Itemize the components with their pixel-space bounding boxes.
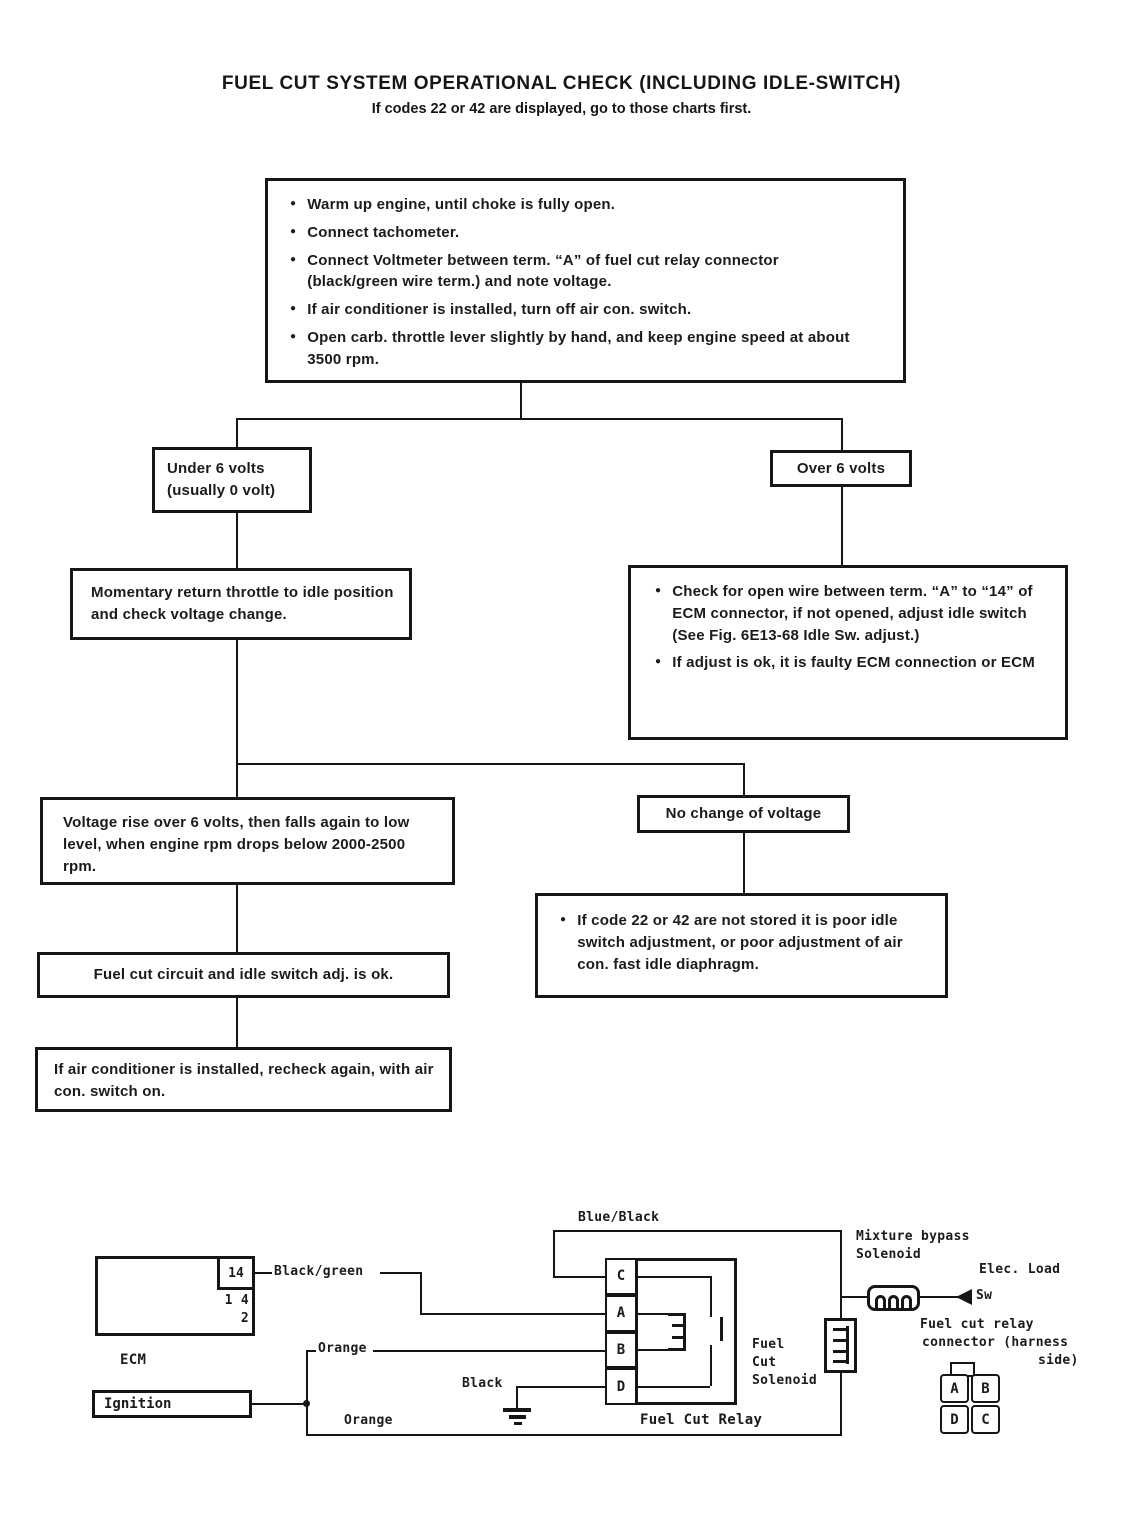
wire-black-green — [420, 1272, 422, 1313]
elec-load-arrow-icon — [956, 1289, 972, 1305]
wire-label-orange-top: Orange — [318, 1341, 367, 1356]
relay-internal-line — [637, 1349, 670, 1351]
connector-cell-d: D — [940, 1405, 969, 1434]
under-6-volts-box: Under 6 volts (usually 0 volt) — [152, 447, 312, 513]
connector-line — [236, 763, 744, 765]
relay-terminal-c: C — [605, 1258, 637, 1295]
mixture-bypass-label: Mixture bypass — [856, 1229, 970, 1244]
connector-line — [236, 418, 842, 420]
connector-label: Fuel cut relay — [920, 1317, 1034, 1332]
ecm-label: ECM — [120, 1352, 147, 1368]
connector-line — [520, 383, 522, 418]
relay-internal-line — [637, 1276, 710, 1278]
wire-label-black-green: Black/green — [274, 1264, 364, 1279]
setup-bullet: Open carb. throttle lever slightly by ha… — [290, 327, 850, 371]
check-open-wire-box: Check for open wire between term. “A” to… — [628, 565, 1068, 740]
connector-line — [841, 487, 843, 565]
wire-elec-load — [919, 1296, 960, 1298]
ground-symbol — [509, 1415, 526, 1419]
ecm-pin-row: 1 4 — [224, 1293, 249, 1308]
ignition-box: Ignition — [92, 1390, 252, 1418]
wire-ignition-feed — [252, 1403, 308, 1405]
connector-line — [236, 418, 238, 447]
relay-internal-line — [637, 1386, 710, 1388]
relay-internal-line — [637, 1313, 670, 1315]
no-change-voltage-box: No change of voltage — [637, 795, 850, 833]
elec-load-label: Elec. Load — [979, 1262, 1061, 1277]
connector-line — [743, 833, 745, 893]
relay-internal-line — [710, 1276, 712, 1317]
connector-label: connector (harness — [922, 1335, 1069, 1350]
connector-line — [236, 640, 238, 797]
ecm-pin-14: 14 — [217, 1256, 255, 1290]
relay-internal-line — [710, 1345, 712, 1386]
mixture-bypass-solenoid-box — [867, 1285, 920, 1311]
check-bullet: If adjust is ok, it is faulty ECM connec… — [655, 652, 1045, 674]
relay-terminal-column: C A B D — [605, 1258, 637, 1405]
wire-black-green — [255, 1272, 272, 1274]
setup-bullet: Connect Voltmeter between term. “A” of f… — [290, 250, 810, 294]
wire-black — [516, 1386, 605, 1388]
fuel-cut-solenoid-coil-icon — [831, 1326, 849, 1364]
code-not-stored-box: If code 22 or 42 are not stored it is po… — [535, 893, 948, 998]
momentary-return-box: Momentary return throttle to idle positi… — [70, 568, 412, 640]
relay-terminal-a: A — [605, 1294, 637, 1332]
recheck-ac-box: If air conditioner is installed, recheck… — [35, 1047, 452, 1112]
fuel-cut-solenoid-label: Cut — [752, 1355, 777, 1370]
connector-cell-a: A — [940, 1374, 969, 1403]
connector-line — [841, 418, 843, 450]
relay-terminal-b: B — [605, 1331, 637, 1369]
ground-symbol — [514, 1422, 522, 1425]
connector-line — [743, 763, 745, 795]
fuel-cut-solenoid-box — [824, 1318, 857, 1373]
wire-orange — [306, 1350, 316, 1352]
relay-contact-bar — [720, 1317, 723, 1341]
relay-terminal-d: D — [605, 1368, 637, 1405]
mixture-bypass-label: Solenoid — [856, 1247, 922, 1262]
elec-load-sw-label: Sw — [976, 1288, 993, 1303]
wire-blue-black — [553, 1276, 605, 1278]
fuel-cut-relay-body — [635, 1258, 737, 1405]
mixture-coil-icon — [870, 1288, 917, 1310]
setup-bullet: Connect tachometer. — [290, 222, 885, 244]
wire-label-blue-black: Blue/Black — [578, 1210, 660, 1225]
fuel-cut-solenoid-label: Fuel — [752, 1337, 785, 1352]
wire-blue-black — [553, 1230, 555, 1276]
setup-instructions-box: Warm up engine, until choke is fully ope… — [265, 178, 906, 383]
wire-orange — [373, 1350, 605, 1352]
relay-coil-icon — [668, 1313, 686, 1351]
code-bullet: If code 22 or 42 are not stored it is po… — [560, 910, 920, 975]
setup-bullet: Warm up engine, until choke is fully ope… — [290, 194, 885, 216]
connector-line — [236, 513, 238, 568]
connector-line — [236, 998, 238, 1047]
voltage-rise-box: Voltage rise over 6 volts, then falls ag… — [40, 797, 455, 885]
ecm-pin-row: 2 — [240, 1311, 249, 1326]
page-subtitle: If codes 22 or 42 are displayed, go to t… — [371, 101, 752, 117]
fuel-cut-relay-label: Fuel Cut Relay — [640, 1412, 763, 1428]
page-title: FUEL CUT SYSTEM OPERATIONAL CHECK (INCLU… — [221, 73, 902, 94]
wire-orange — [306, 1350, 308, 1436]
check-bullet: Check for open wire between term. “A” to… — [655, 581, 1035, 646]
wire-black-green — [420, 1313, 605, 1315]
fuel-cut-solenoid-label: Solenoid — [752, 1373, 818, 1388]
connector-label: side) — [1038, 1353, 1079, 1368]
over-6-volts-box: Over 6 volts — [770, 450, 912, 487]
circuit-ok-box: Fuel cut circuit and idle switch adj. is… — [37, 952, 450, 998]
connector-grid: A B D C — [940, 1374, 1000, 1434]
wire-label-orange-bottom: Orange — [344, 1413, 393, 1428]
connector-line — [236, 885, 238, 952]
wire-mixture-branch — [842, 1296, 868, 1298]
connector-cell-b: B — [971, 1374, 1000, 1403]
wire-black — [516, 1386, 518, 1408]
ground-symbol — [503, 1408, 531, 1412]
setup-bullet: If air conditioner is installed, turn of… — [290, 299, 885, 321]
wire-blue-black — [553, 1230, 842, 1232]
connector-cell-c: C — [971, 1405, 1000, 1434]
wire-black-green — [380, 1272, 420, 1274]
wire-orange — [306, 1434, 842, 1436]
wire-label-black: Black — [462, 1376, 503, 1391]
